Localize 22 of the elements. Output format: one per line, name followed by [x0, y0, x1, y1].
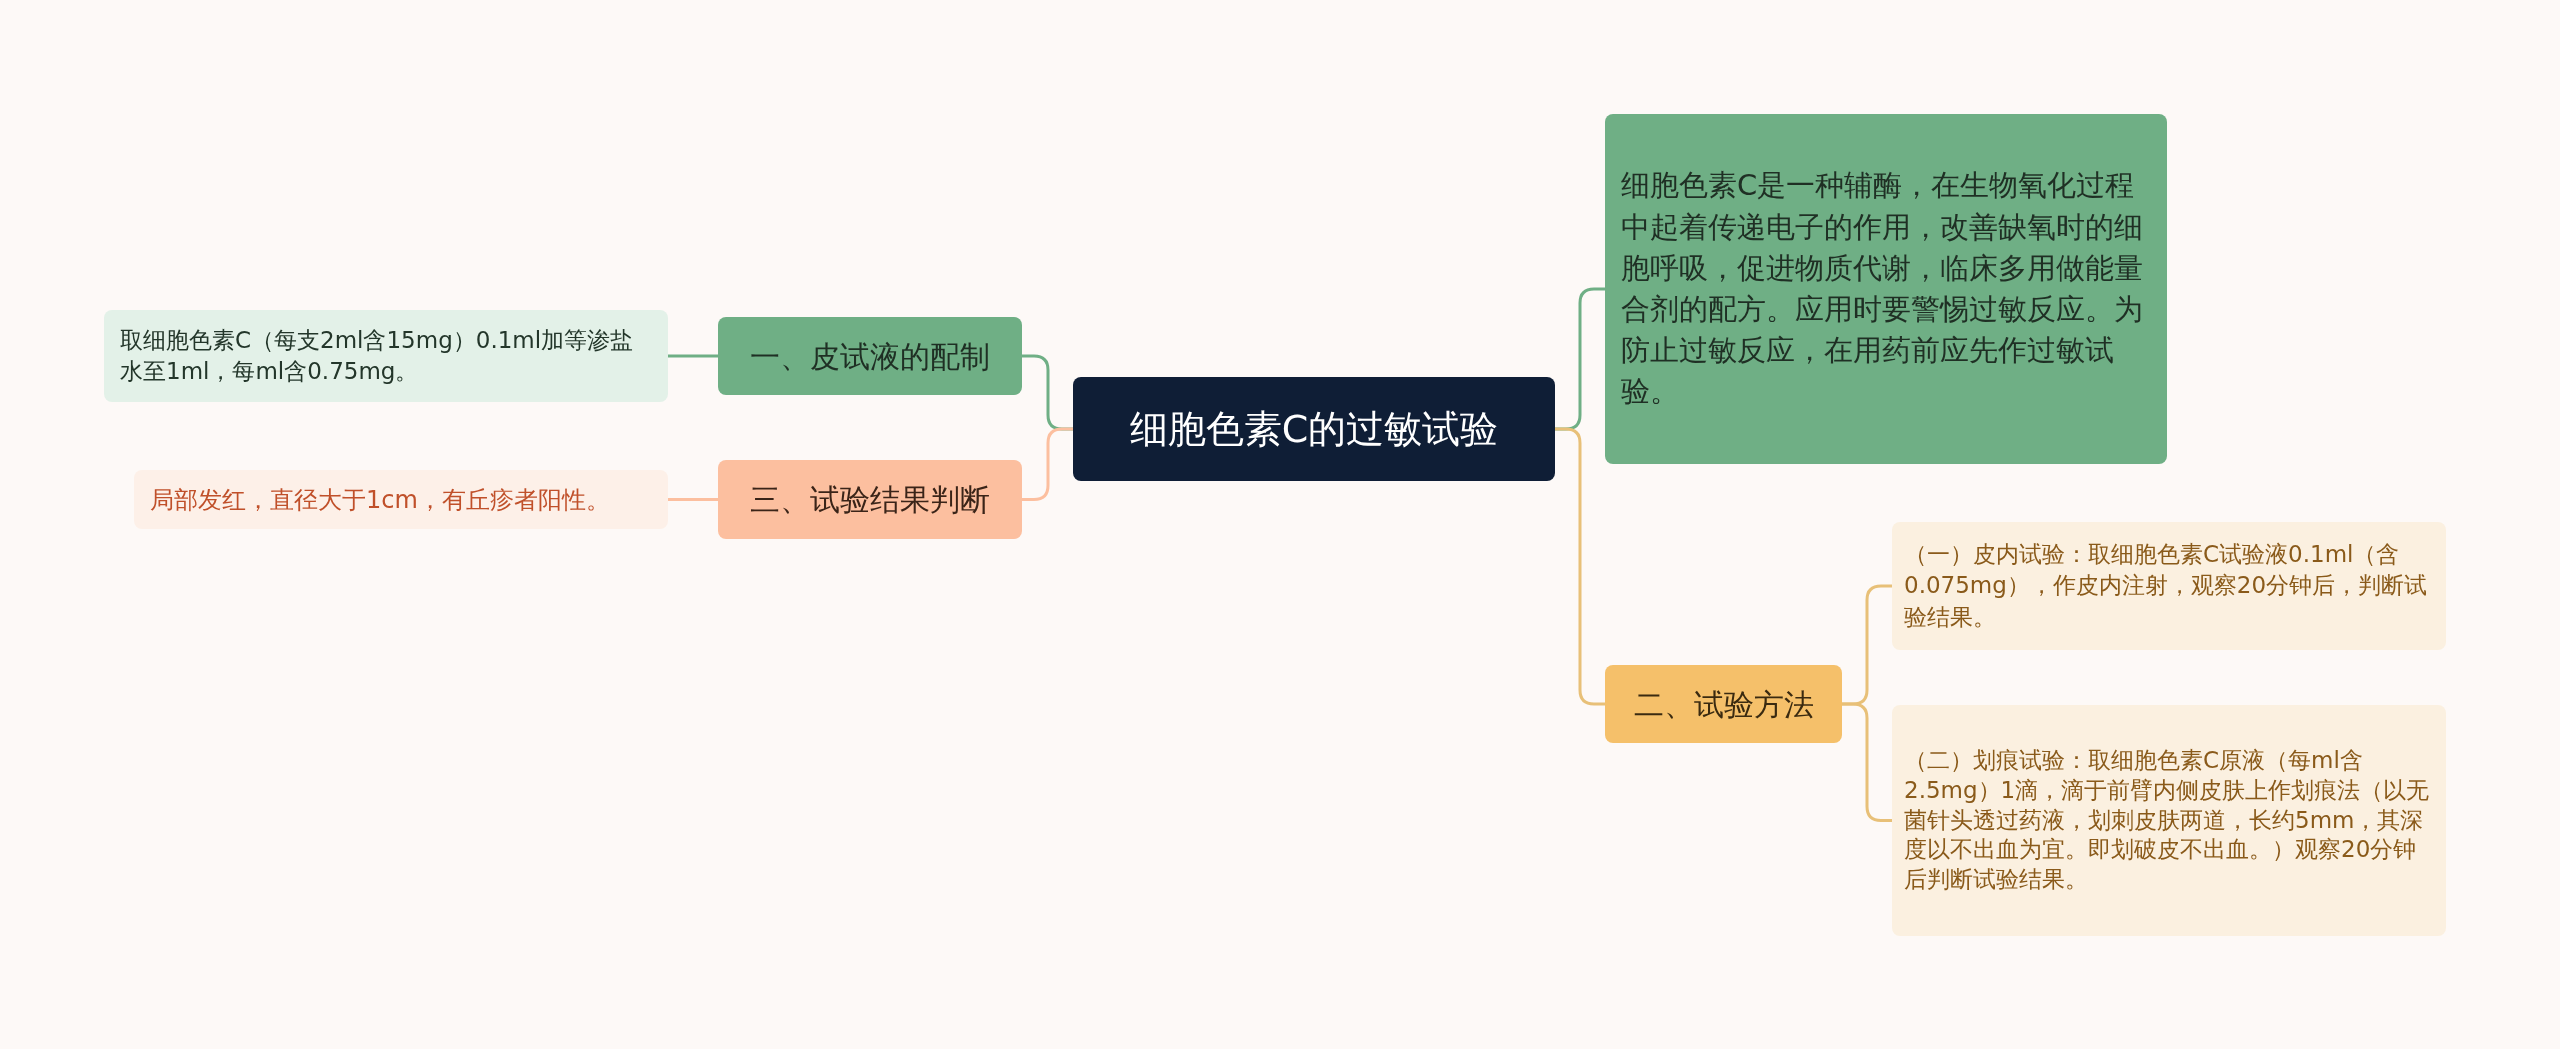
branch-topic-box [718, 460, 1022, 539]
node-text: 三、试验结果判断 [750, 481, 990, 519]
node-text: 细胞色素C是一种辅酶，在生物氧化过程中起着传递电子的作用，改善缺氧时的细胞呼吸，促进物质代谢，临床多用做能量合剂的配方。应用时要警惕过敏反应。为防止过敏反应，在用药前应先作过敏试验。 [1621, 167, 2144, 411]
node-text: 取细胞色素C（每支2ml含15mg）0.1ml加等渗盐水至1ml，每ml含0.75mg。 [120, 325, 635, 386]
root-topic-box [1073, 377, 1555, 481]
node-text: （一）皮内试验：取细胞色素C试验液0.1ml（含0.075mg），作皮内注射，观察20分钟后，判断试验结果。 [1904, 540, 2429, 632]
leaf-note-box [1892, 705, 2446, 936]
leaf-note-box [134, 470, 668, 529]
connector-line [668, 498, 718, 501]
leaf-note-box [104, 310, 668, 402]
node-text: 一、皮试液的配制 [750, 337, 990, 376]
leaf-note-box [1892, 522, 2446, 650]
branch-topic-box [718, 317, 1022, 395]
node-text: （二）划痕试验：取细胞色素C原液（每ml含2.5mg）1滴，滴于前臂内侧皮肤上作划痕法（以无菌针头透过药液，划刺皮肤两道，长约5mm，其深度以不出血为宜。即划破皮不出血。）观察20分钟后判断试验结果。 [1904, 745, 2431, 895]
connector-line [1555, 427, 1605, 706]
description-box [1605, 114, 2167, 464]
node-text: 二、试验方法 [1633, 685, 1814, 724]
connector-line [668, 354, 718, 358]
node-text: 局部发红，直径大于1cm，有丘疹者阳性。 [150, 484, 610, 516]
branch-topic-box [1605, 665, 1842, 743]
connector-line [1842, 702, 1892, 822]
node-text: 细胞色素C的过敏试验 [1129, 405, 1499, 453]
